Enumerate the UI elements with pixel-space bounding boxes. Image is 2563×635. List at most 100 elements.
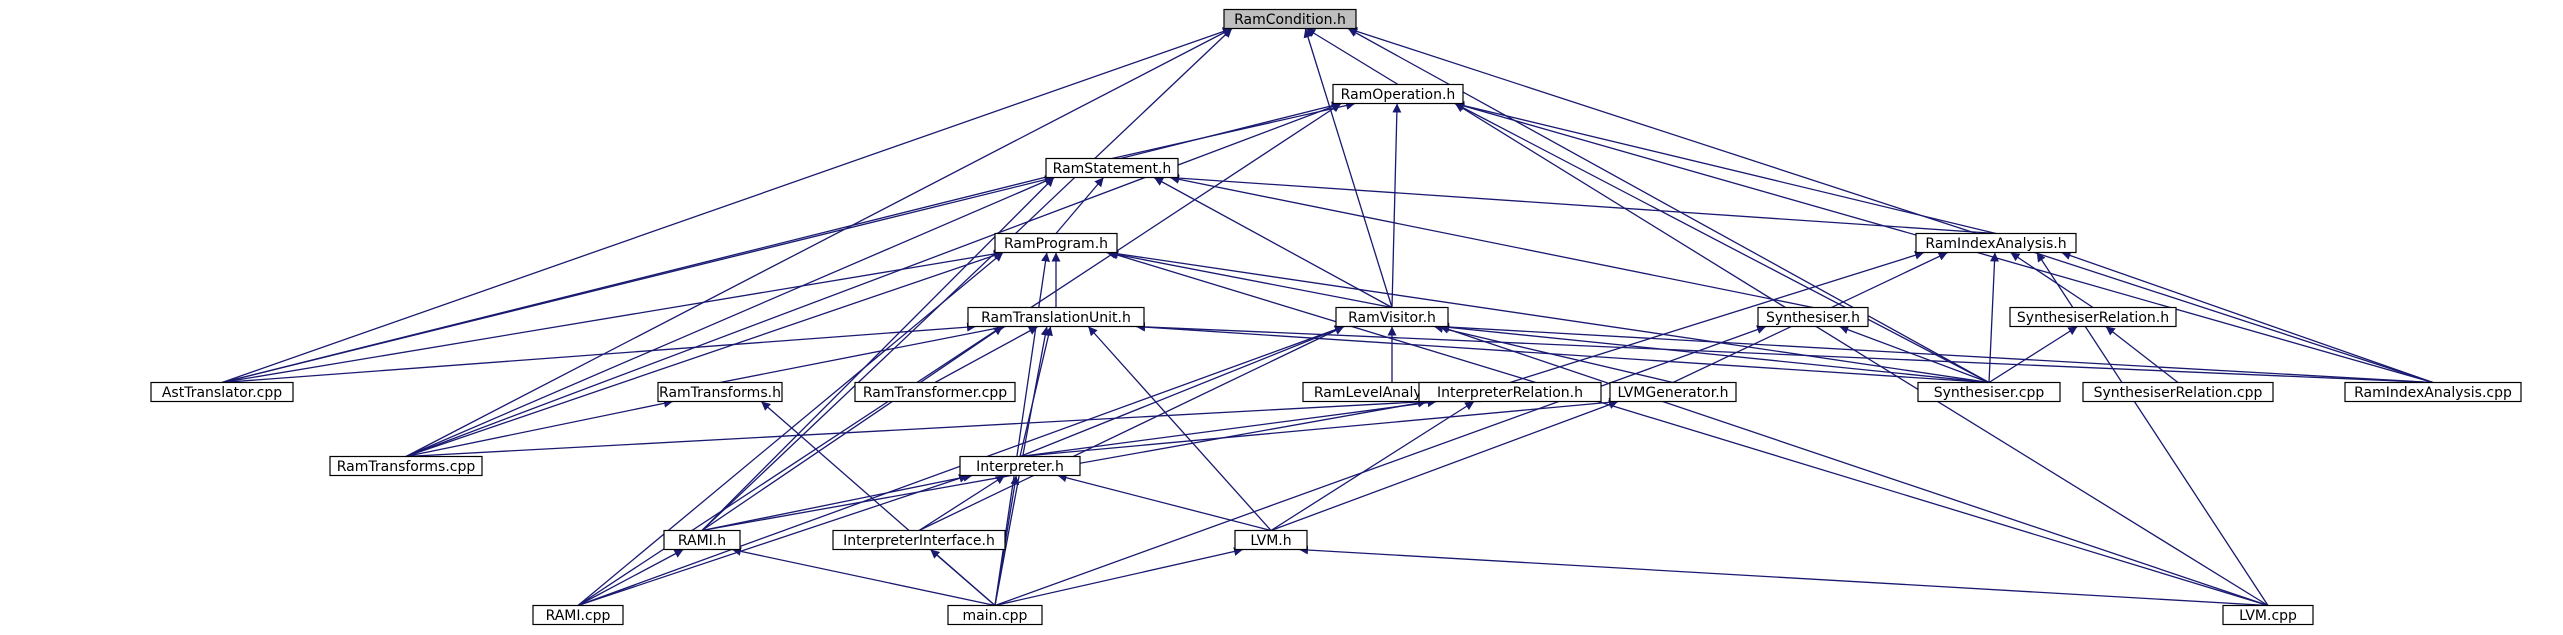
edge-interpreter-h-to-ram-visitor-h — [1019, 325, 1345, 458]
node-interpreter-h[interactable]: Interpreter.h — [959, 455, 1081, 477]
node-ast-translator-cpp[interactable]: AstTranslator.cpp — [150, 381, 294, 403]
edge-main-cpp-to-rami-h — [731, 546, 996, 607]
node-label: InterpreterInterface.h — [843, 533, 995, 549]
node-ram-translation-unit-h[interactable]: RamTranslationUnit.h — [967, 306, 1145, 328]
node-lvm-cpp[interactable]: LVM.cpp — [2222, 604, 2314, 626]
node-ram-index-analysis-cpp[interactable]: RamIndexAnalysis.cpp — [2344, 381, 2522, 403]
node-label: AstTranslator.cpp — [162, 385, 282, 401]
edge-lvm-cpp-to-lvm-h — [1298, 545, 2269, 607]
edge-ast-translator-cpp-to-ram-condition-h — [221, 27, 1233, 384]
edge-synthesiser-h-to-ram-statement-h — [1169, 174, 1814, 309]
edge-lvm-h-to-interpreter-h — [1057, 473, 1272, 532]
edge-synthesiser-relation-cpp-to-synthesiser-relation-h — [2105, 325, 2179, 384]
edge-lvm-h-to-ram-translation-unit-h — [1087, 326, 1272, 531]
node-ram-transforms-h[interactable]: RamTransforms.h — [657, 381, 783, 403]
node-label: LVM.h — [1250, 533, 1291, 549]
node-label: RamTransforms.h — [659, 385, 781, 401]
node-synthesiser-relation-h[interactable]: SynthesiserRelation.h — [2009, 306, 2177, 328]
edge-synthesiser-cpp-to-ram-index-analysis-h — [1988, 252, 2000, 383]
edge-ram-transforms-cpp-to-ram-condition-h — [405, 27, 1233, 458]
edge-ram-index-analysis-cpp-to-ram-translation-unit-h — [1135, 322, 2434, 384]
node-box — [663, 529, 741, 551]
edge-ram-program-h-to-ram-statement-h — [1055, 177, 1105, 234]
edge-ram-visitor-h-to-ram-condition-h — [1303, 28, 1393, 308]
edge-interpreter-h-to-lvm-generator-h — [1019, 397, 1619, 458]
node-synthesiser-relation-cpp[interactable]: SynthesiserRelation.cpp — [2082, 381, 2274, 403]
edge-main-cpp-to-interpreter-interface-h — [929, 549, 996, 606]
edge-rami-cpp-to-ram-operation-h — [577, 102, 1342, 607]
node-ram-transformer-cpp[interactable]: RamTransformer.cpp — [854, 381, 1016, 403]
node-label: RamOperation.h — [1341, 87, 1456, 103]
edge-ast-translator-cpp-to-ram-statement-h — [221, 175, 1055, 384]
node-lvm-h[interactable]: LVM.h — [1234, 529, 1308, 551]
node-interpreter-relation-h[interactable]: InterpreterRelation.h — [1418, 381, 1602, 403]
edge-synthesiser-cpp-to-synthesiser-relation-h — [1988, 325, 2078, 384]
edge-ram-transforms-cpp-to-ram-transforms-h — [405, 398, 674, 458]
node-interpreter-interface-h[interactable]: InterpreterInterface.h — [832, 529, 1006, 551]
edge-lvm-h-to-interpreter-relation-h — [1270, 400, 1475, 532]
edge-ram-transforms-cpp-to-ram-operation-h — [405, 102, 1342, 458]
edge-interpreter-interface-h-to-ram-visitor-h — [918, 325, 1345, 532]
node-synthesiser-h[interactable]: Synthesiser.h — [1757, 306, 1869, 328]
node-label: RamTranslationUnit.h — [981, 310, 1131, 326]
node-main-cpp[interactable]: main.cpp — [947, 604, 1043, 626]
node-label: Interpreter.h — [976, 459, 1064, 475]
node-label: Synthesiser.cpp — [1934, 385, 2045, 401]
node-box — [2344, 381, 2522, 403]
edge-synthesiser-cpp-to-ram-translation-unit-h — [1135, 322, 1990, 384]
edge-synthesiser-cpp-to-ram-operation-h — [1454, 102, 1990, 384]
edge-ram-index-analysis-cpp-to-ram-visitor-h — [1439, 322, 2434, 384]
edge-synthesiser-cpp-to-ram-visitor-h — [1439, 322, 1990, 384]
node-ram-visitor-h[interactable]: RamVisitor.h — [1335, 306, 1449, 328]
node-label: RamIndexAnalysis.h — [1925, 236, 2066, 252]
node-label: RamProgram.h — [1004, 236, 1108, 252]
edge-ram-visitor-h-to-ram-program-h — [1106, 249, 1393, 309]
node-ram-condition-h[interactable]: RamCondition.h — [1223, 8, 1357, 30]
edge-ram-index-analysis-h-to-ram-operation-h — [1454, 101, 1997, 235]
node-ram-program-h[interactable]: RamProgram.h — [994, 232, 1118, 254]
node-box — [1332, 83, 1464, 105]
edge-ram-transforms-cpp-to-ram-statement-h — [405, 176, 1055, 458]
node-box — [1915, 232, 2077, 254]
edge-ram-transforms-h-to-ram-translation-unit-h — [719, 323, 1006, 384]
node-box — [2009, 306, 2177, 328]
edge-ram-transformer-cpp-to-ram-translation-unit-h — [934, 325, 1039, 384]
node-label: RamTransformer.cpp — [863, 385, 1007, 401]
node-box — [832, 529, 1006, 551]
node-box — [329, 455, 483, 477]
node-ram-transforms-cpp[interactable]: RamTransforms.cpp — [329, 455, 483, 477]
edge-main-cpp-to-synthesiser-h — [994, 325, 1767, 607]
node-ram-index-analysis-h[interactable]: RamIndexAnalysis.h — [1915, 232, 2077, 254]
node-label: Synthesiser.h — [1766, 310, 1860, 326]
edge-interpreter-interface-h-to-interpreter-h — [918, 474, 1006, 532]
edge-synthesiser-cpp-to-synthesiser-h — [1839, 325, 1990, 384]
edge-lvm-cpp-to-ram-program-h — [1108, 250, 2269, 607]
node-label: LVM.cpp — [2239, 608, 2297, 624]
node-label: InterpreterRelation.h — [1437, 385, 1583, 401]
node-box — [657, 381, 783, 403]
edge-ram-index-analysis-h-to-ram-statement-h — [1169, 173, 1997, 235]
node-label: LVMGenerator.h — [1617, 385, 1728, 401]
node-box — [1335, 306, 1449, 328]
edge-main-cpp-to-ram-program-h — [994, 252, 1050, 606]
nodes-layer: RamCondition.hRamOperation.hRamStatement… — [150, 8, 2522, 626]
node-label: main.cpp — [963, 608, 1028, 624]
node-box — [959, 455, 1081, 477]
node-ram-operation-h[interactable]: RamOperation.h — [1332, 83, 1464, 105]
node-synthesiser-cpp[interactable]: Synthesiser.cpp — [1917, 381, 2061, 403]
node-label: RAMI.cpp — [546, 608, 611, 624]
node-label: SynthesiserRelation.cpp — [2094, 385, 2263, 401]
node-rami-h[interactable]: RAMI.h — [663, 529, 741, 551]
node-box — [854, 381, 1016, 403]
node-ram-statement-h[interactable]: RamStatement.h — [1045, 157, 1179, 179]
edge-ram-statement-h-to-ram-operation-h — [1111, 101, 1356, 160]
node-box — [1418, 381, 1602, 403]
edge-ram-transforms-cpp-to-ram-program-h — [405, 251, 1004, 458]
edge-ram-visitor-h-to-ram-statement-h — [1153, 176, 1393, 309]
node-rami-cpp[interactable]: RAMI.cpp — [532, 604, 624, 626]
node-box — [947, 604, 1043, 626]
edge-ast-translator-cpp-to-ram-translation-unit-h — [221, 322, 977, 384]
node-lvm-generator-h[interactable]: LVMGenerator.h — [1609, 381, 1737, 403]
node-box — [2222, 604, 2314, 626]
